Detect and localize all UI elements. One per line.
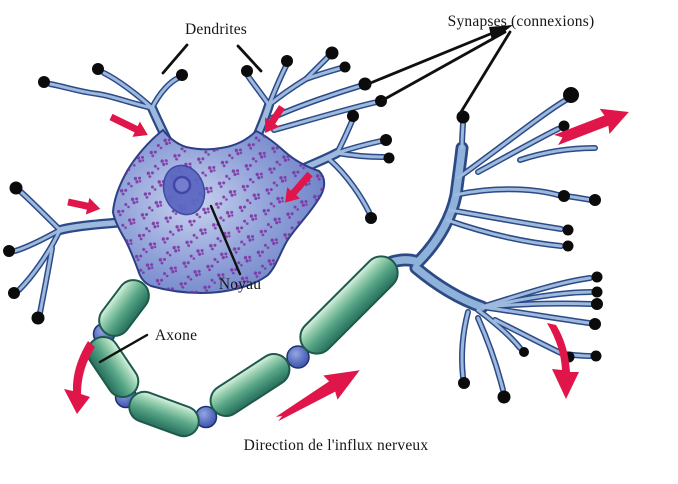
nissl-bodies: [113, 130, 325, 293]
node-of-ranvier-4: [286, 345, 310, 369]
direction-label: Direction de l'influx nerveux: [243, 437, 429, 454]
myelin-segment-3: [128, 390, 200, 438]
label-pointer-lines: [98, 25, 513, 364]
impulse-arrow-4: [285, 171, 313, 203]
myelin-segment-1: [98, 279, 150, 337]
synapses-pointer-2: [381, 30, 507, 102]
axon-myelin: [86, 255, 399, 438]
impulse-arrow-6: [64, 341, 95, 414]
synapses-label: Synapses (connexions): [447, 13, 595, 30]
myelin-segment-4: [209, 352, 291, 418]
dendrites-pointer-1: [161, 43, 189, 75]
synapses-pointer-3: [459, 30, 512, 114]
impulse-arrow-8: [547, 323, 579, 399]
nucleolus: [172, 175, 192, 195]
impulse-arrow-5: [554, 108, 629, 146]
impulse-arrow-1: [109, 113, 148, 137]
axon-label: Axone: [154, 327, 198, 344]
impulse-arrow-7: [275, 370, 360, 422]
synapses-pointer-arrowhead: [489, 25, 513, 41]
dendrites-pointer-2: [236, 44, 263, 73]
impulse-arrows: [64, 105, 629, 422]
axon-pointer: [98, 333, 149, 364]
synapse-dots: [3, 46, 603, 404]
impulse-arrow-3: [265, 105, 285, 133]
myelin-segment-5: [299, 255, 399, 355]
nucleus-label: Noyau: [218, 276, 262, 293]
myelin-segment-2: [86, 335, 140, 399]
soma: [111, 128, 326, 295]
dendrites-label: Dendrites: [184, 21, 248, 38]
synapses-pointer-1: [366, 28, 502, 86]
nucleus-pointer: [209, 204, 242, 276]
impulse-arrow-2: [67, 197, 101, 215]
